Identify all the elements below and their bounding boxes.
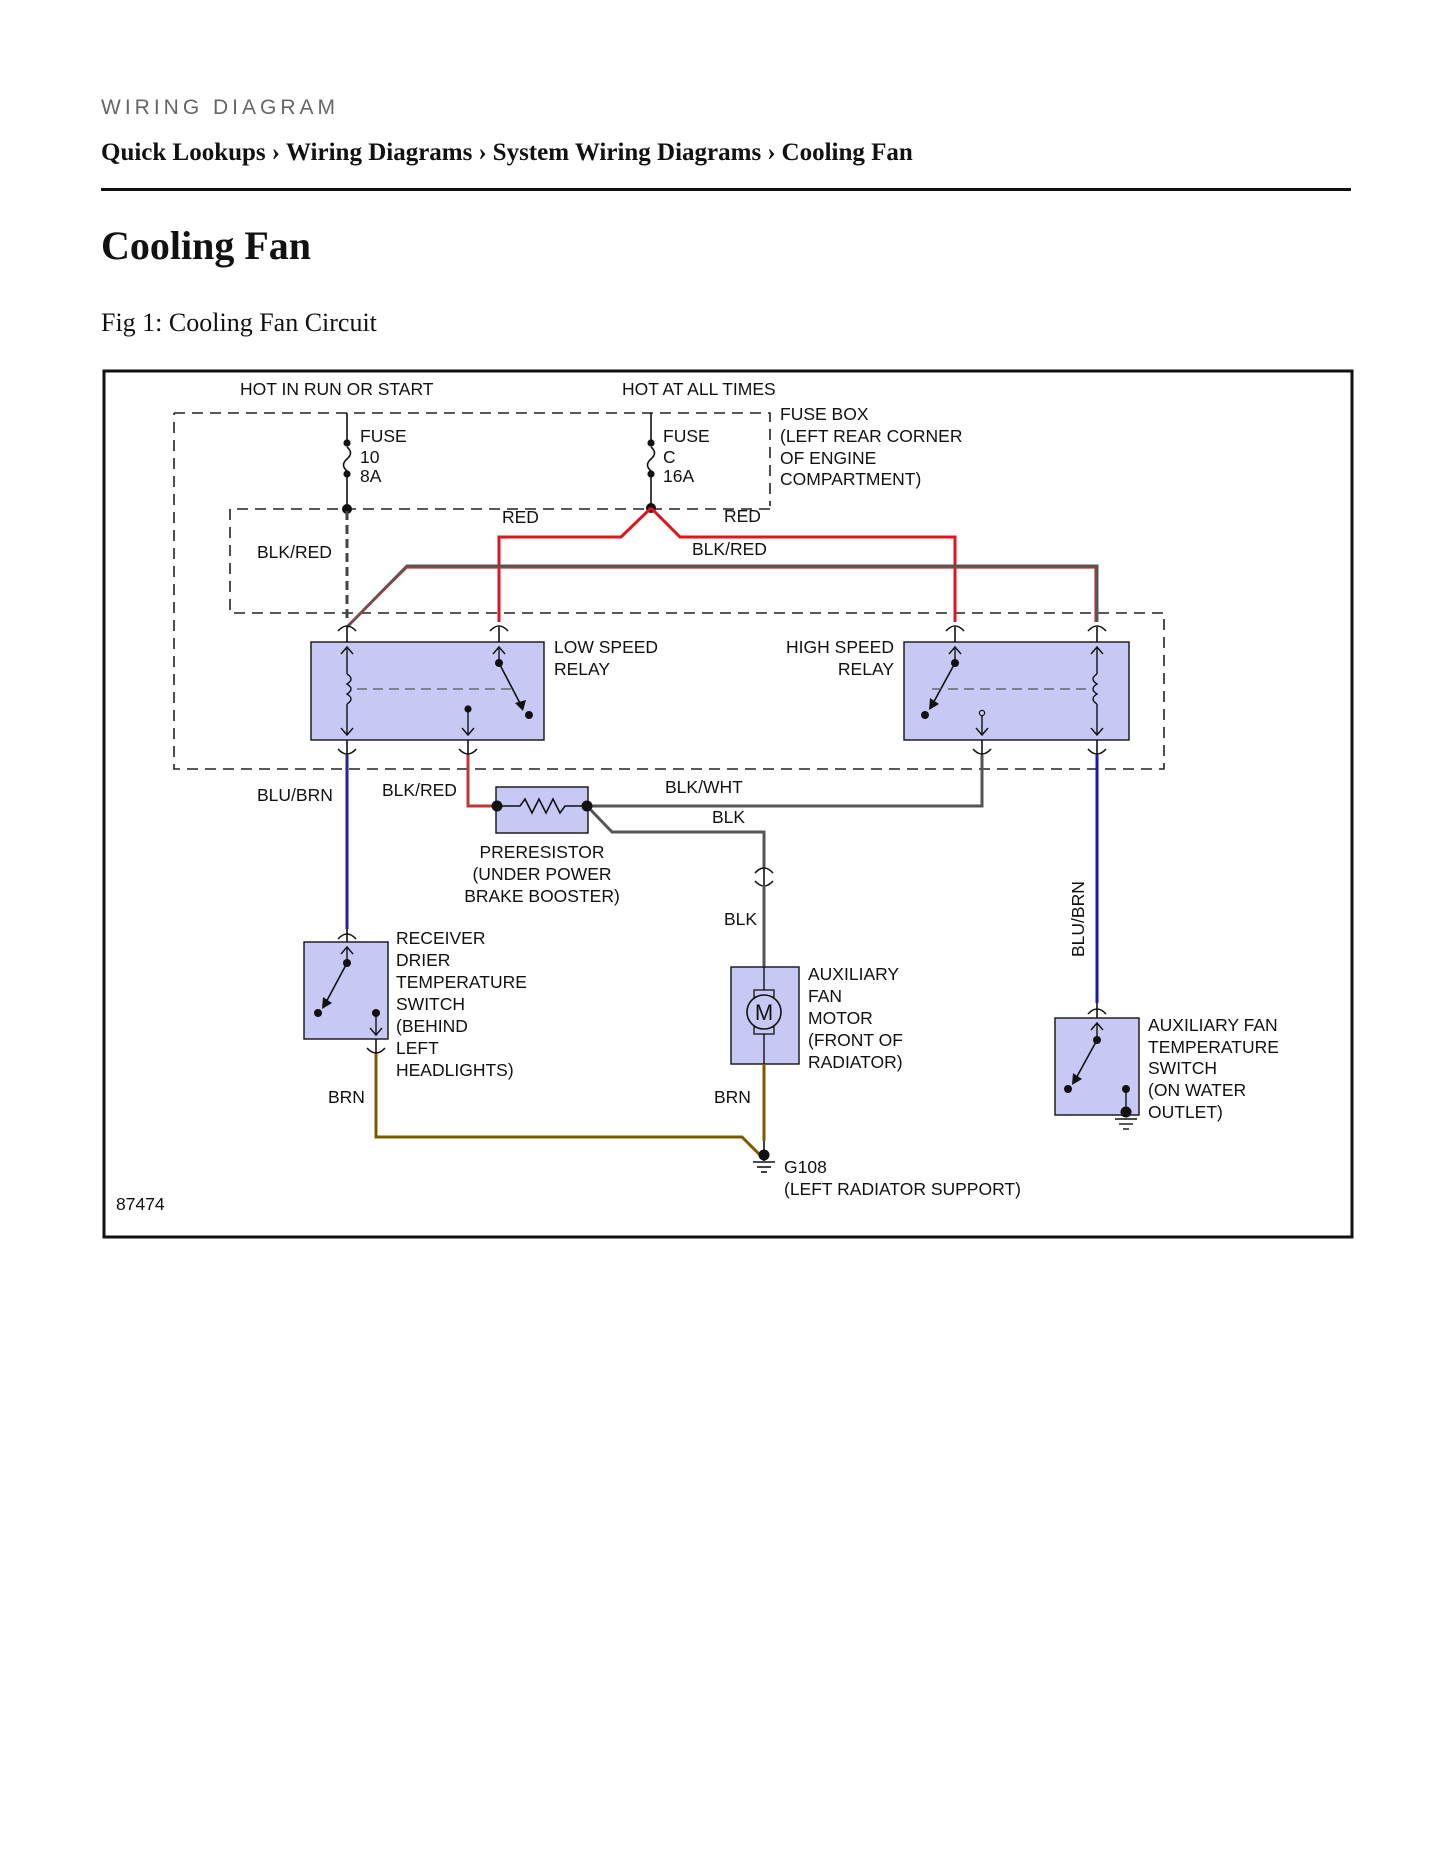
- section-eyebrow: WIRING DIAGRAM: [101, 96, 339, 119]
- figure-caption: Fig 1: Cooling Fan Circuit: [101, 308, 377, 337]
- fuse-c-label-1: FUSE: [663, 426, 710, 446]
- ground-label-2: (LEFT RADIATOR SUPPORT): [784, 1179, 1021, 1199]
- auxiliary-fan-temperature-switch: [1054, 1003, 1140, 1130]
- receiver-switch-label-7: HEADLIGHTS): [396, 1060, 514, 1080]
- breadcrumb-separator: ›: [271, 139, 280, 166]
- high-speed-relay: [903, 641, 1130, 741]
- low-speed-relay-label-1: LOW SPEED: [554, 637, 658, 657]
- aux-switch-label-1: AUXILIARY FAN: [1148, 1015, 1278, 1035]
- low-speed-relay: [310, 641, 545, 741]
- aux-motor-label-2: FAN: [808, 986, 842, 1006]
- breadcrumb-separator: ›: [478, 139, 487, 166]
- breadcrumb: Quick Lookups›Wiring Diagrams›System Wir…: [101, 139, 913, 167]
- aux-motor-label-3: MOTOR: [808, 1008, 873, 1028]
- fuse-box-label-1: FUSE BOX: [780, 404, 869, 424]
- aux-switch-label-5: OUTLET): [1148, 1102, 1223, 1122]
- receiver-switch-label-5: (BEHIND: [396, 1016, 468, 1036]
- wire-label-blk-lower: BLK: [724, 909, 757, 929]
- ground-label-1: G108: [784, 1157, 827, 1177]
- receiver-drier-switch: [303, 929, 389, 1054]
- breadcrumb-item-wiring-diagrams[interactable]: Wiring Diagrams: [286, 139, 473, 166]
- header-divider: [101, 188, 1351, 191]
- wire-brn-left: [374, 1054, 764, 1159]
- wire-blk-red-lower: [466, 755, 497, 808]
- fuse-box-label-3: OF ENGINE: [780, 448, 876, 468]
- aux-switch-label-3: SWITCH: [1148, 1058, 1217, 1078]
- wire-red-left: [497, 506, 653, 622]
- wire-blk-red-top: [345, 564, 1099, 629]
- wire-label-blk-red-lower: BLK/RED: [382, 780, 457, 800]
- wiring-diagram: M: [102, 369, 1354, 1239]
- preresistor-label-2: (UNDER POWER: [472, 864, 611, 884]
- wire-label-red-right: RED: [724, 506, 761, 526]
- wire-label-brn-left: BRN: [328, 1087, 365, 1107]
- ground-g108: [753, 1141, 775, 1173]
- aux-motor-label-4: (FRONT OF: [808, 1030, 903, 1050]
- label-hot-all-times: HOT AT ALL TIMES: [622, 379, 776, 399]
- high-speed-relay-label-1: HIGH SPEED: [786, 637, 894, 657]
- wire-label-blk-red-left: BLK/RED: [257, 542, 332, 562]
- label-hot-run-start: HOT IN RUN OR START: [240, 379, 434, 399]
- aux-switch-label-4: (ON WATER: [1148, 1080, 1246, 1100]
- auxiliary-fan-motor: M: [730, 966, 800, 1065]
- fuse-c-label-2: C: [663, 447, 676, 467]
- preresistor-label-3: BRAKE BOOSTER): [464, 886, 620, 906]
- fuse-10-label-3: 8A: [360, 466, 382, 486]
- fuse-10-label-2: 10: [360, 447, 380, 467]
- fuse-box-inner-outline: [173, 413, 1165, 770]
- wire-label-blk-wht: BLK/WHT: [665, 777, 743, 797]
- breadcrumb-item-system-wiring-diagrams[interactable]: System Wiring Diagrams: [492, 139, 762, 166]
- page-title: Cooling Fan: [101, 223, 312, 268]
- fuse-box-label-2: (LEFT REAR CORNER: [780, 426, 962, 446]
- high-speed-relay-label-2: RELAY: [838, 659, 894, 679]
- diagram-frame: [102, 369, 1354, 1239]
- wire-label-blk-red-top: BLK/RED: [692, 539, 767, 559]
- wire-label-blk-upper: BLK: [712, 807, 745, 827]
- breadcrumb-item-quick-lookups[interactable]: Quick Lookups: [101, 139, 266, 166]
- wire-label-blu-brn-left: BLU/BRN: [257, 785, 333, 805]
- figure-number: 87474: [116, 1194, 165, 1214]
- receiver-switch-label-6: LEFT: [396, 1038, 439, 1058]
- aux-motor-label-1: AUXILIARY: [808, 964, 899, 984]
- aux-switch-label-2: TEMPERATURE: [1148, 1037, 1279, 1057]
- wire-blk-wht: [587, 755, 984, 808]
- wire-red-right: [649, 506, 957, 622]
- breadcrumb-separator: ›: [767, 139, 776, 166]
- connector-top: [337, 625, 1107, 642]
- fuse-c-label-3: 16A: [663, 466, 694, 486]
- aux-motor-label-5: RADIATOR): [808, 1052, 903, 1072]
- fuse-box-label-4: COMPARTMENT): [780, 469, 921, 489]
- fuse-10-label-1: FUSE: [360, 426, 407, 446]
- low-speed-relay-label-2: RELAY: [554, 659, 610, 679]
- fuse-10: [342, 413, 352, 514]
- wire-label-brn-right: BRN: [714, 1087, 751, 1107]
- wire-blk-red-top-tint: [350, 567, 1096, 624]
- preresistor: [491, 786, 593, 834]
- wire-blk-upper: [585, 804, 766, 869]
- receiver-switch-label-2: DRIER: [396, 950, 450, 970]
- breadcrumb-item-cooling-fan[interactable]: Cooling Fan: [781, 139, 913, 166]
- connector-bottom: [337, 740, 1107, 755]
- receiver-switch-label-4: SWITCH: [396, 994, 465, 1014]
- wire-label-blu-brn-right: BLU/BRN: [1068, 881, 1088, 957]
- receiver-switch-label-1: RECEIVER: [396, 928, 485, 948]
- wire-label-red-left: RED: [502, 507, 539, 527]
- preresistor-label-1: PRERESISTOR: [479, 842, 604, 862]
- receiver-switch-label-3: TEMPERATURE: [396, 972, 527, 992]
- motor-symbol-label: M: [755, 1000, 773, 1025]
- fuse-box-outline: [174, 412, 771, 506]
